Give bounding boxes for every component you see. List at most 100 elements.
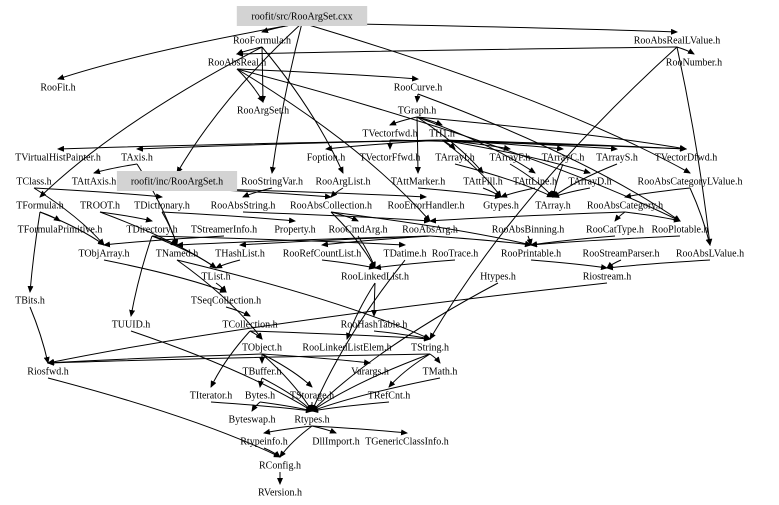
graph-node-tarrayf[interactable]: TArrayF.h bbox=[490, 153, 531, 164]
graph-node-roolinkedlistelem[interactable]: RooLinkedListElem.h bbox=[302, 343, 391, 354]
graph-node-tarrayi[interactable]: TArrayI.h bbox=[435, 153, 474, 164]
graph-node-tcollection[interactable]: TCollection.h bbox=[222, 320, 277, 331]
graph-node-byteswap[interactable]: Byteswap.h bbox=[229, 415, 276, 426]
graph-node-rconfig[interactable]: RConfig.h bbox=[259, 461, 301, 472]
graph-node-taxis[interactable]: TAxis.h bbox=[121, 153, 153, 164]
graph-node-rooabsreallvalue[interactable]: RooAbsRealLValue.h bbox=[634, 36, 721, 47]
graph-node-tgraph[interactable]: TGraph.h bbox=[398, 106, 437, 117]
graph-node-troot[interactable]: TROOT.h bbox=[80, 201, 120, 212]
graph-node-tdatime[interactable]: TDatime.h bbox=[383, 249, 426, 260]
graph-node-rooabsstring[interactable]: RooAbsString.h bbox=[211, 201, 276, 212]
graph-node-rootrace[interactable]: RooTrace.h bbox=[432, 249, 479, 260]
graph-node-tvectordfwd[interactable]: TVectorDfwd.h bbox=[655, 153, 717, 164]
graph-node-rooabsreal[interactable]: RooAbsReal.h bbox=[208, 58, 267, 69]
graph-node-rversion[interactable]: RVersion.h bbox=[258, 488, 302, 499]
dependency-edge-tbits-to-riosfwd bbox=[29, 306, 50, 364]
graph-node-gtypes[interactable]: Gtypes.h bbox=[483, 201, 519, 212]
graph-node-label: TRefCnt.h bbox=[368, 391, 411, 402]
graph-node-rooabslvalue[interactable]: RooAbsLValue.h bbox=[676, 249, 744, 260]
graph-node-rooerrorhandler[interactable]: RooErrorHandler.h bbox=[388, 201, 465, 212]
graph-node-rooabscategory[interactable]: RooAbsCategory.h bbox=[587, 201, 663, 212]
graph-node-roostringvar[interactable]: RooStringVar.h bbox=[241, 177, 303, 188]
graph-node-roofit[interactable]: RooFit.h bbox=[40, 83, 75, 94]
graph-node-titerator[interactable]: TIterator.h bbox=[190, 391, 232, 402]
graph-node-thashlist[interactable]: THashList.h bbox=[215, 249, 265, 260]
graph-node-tbits[interactable]: TBits.h bbox=[15, 296, 45, 307]
graph-node-roolinkedlist[interactable]: RooLinkedList.h bbox=[341, 272, 409, 283]
graph-node-tarray[interactable]: TArray.h bbox=[535, 201, 570, 212]
graph-node-tformula[interactable]: TFormula.h bbox=[16, 201, 64, 212]
graph-node-rooarglist[interactable]: RooArgList.h bbox=[315, 177, 370, 188]
graph-node-label: RooAbsArg.h bbox=[402, 225, 458, 236]
graph-node-tdictionary[interactable]: TDictionary.h bbox=[134, 201, 190, 212]
graph-node-label: TSeqCollection.h bbox=[191, 296, 261, 307]
graph-node-tnamed[interactable]: TNamed.h bbox=[156, 249, 199, 260]
graph-node-cxx[interactable]: roofit/src/RooArgSet.cxx bbox=[236, 6, 368, 26]
graph-node-property[interactable]: Property.h bbox=[274, 225, 315, 236]
graph-node-tgenericclassinfo[interactable]: TGenericClassInfo.h bbox=[365, 437, 449, 448]
graph-node-tvectorfwd[interactable]: TVectorfwd.h bbox=[362, 129, 417, 140]
dependency-edge-th1-to-foption bbox=[325, 139, 443, 152]
graph-node-riosfwd[interactable]: Riosfwd.h bbox=[27, 367, 68, 378]
graph-node-label: RooAbsReal.h bbox=[208, 58, 267, 69]
graph-node-htypes[interactable]: Htypes.h bbox=[480, 272, 516, 283]
graph-node-label: TUUID.h bbox=[112, 320, 151, 331]
graph-node-tattfill[interactable]: TAttFill.h bbox=[463, 177, 502, 188]
graph-node-roorefcountlist[interactable]: RooRefCountList.h bbox=[283, 249, 362, 260]
graph-node-roohashtable[interactable]: RooHashTable.h bbox=[341, 320, 408, 331]
graph-node-tstreamerinfo[interactable]: TStreamerInfo.h bbox=[191, 225, 257, 236]
graph-node-roonumber[interactable]: RooNumber.h bbox=[666, 58, 722, 69]
graph-node-tseqcollection[interactable]: TSeqCollection.h bbox=[191, 296, 261, 307]
graph-node-th1[interactable]: TH1.h bbox=[429, 129, 455, 140]
graph-node-tformulaprimitive[interactable]: TFormulaPrimitive.h bbox=[18, 225, 103, 236]
graph-node-roostreamparser[interactable]: RooStreamParser.h bbox=[583, 249, 660, 260]
graph-node-tattaxis[interactable]: TAttAxis.h bbox=[72, 177, 116, 188]
graph-node-tbuffer[interactable]: TBuffer.h bbox=[243, 367, 282, 378]
graph-node-incrooargset[interactable]: roofit/inc/RooArgSet.h bbox=[116, 171, 238, 191]
graph-node-tattline[interactable]: TAttLine.h bbox=[513, 177, 557, 188]
graph-node-tarrayc[interactable]: TArrayC.h bbox=[542, 153, 585, 164]
graph-node-rooformula[interactable]: RooFormula.h bbox=[233, 36, 291, 47]
graph-node-tstorage[interactable]: TStorage.h bbox=[290, 391, 334, 402]
graph-node-label: Property.h bbox=[274, 225, 315, 236]
graph-node-tuuid[interactable]: TUUID.h bbox=[112, 320, 151, 331]
graph-node-tarrayd[interactable]: TArrayD.h bbox=[568, 177, 611, 188]
graph-node-bytes[interactable]: Bytes.h bbox=[245, 391, 275, 402]
dependency-edge-trefcnt-to-rtypes bbox=[311, 401, 390, 413]
graph-node-rooabsarg[interactable]: RooAbsArg.h bbox=[402, 225, 458, 236]
graph-node-tobject[interactable]: TObject.h bbox=[242, 343, 282, 354]
dependency-edge-troot-to-tdirectory bbox=[99, 211, 153, 223]
dependency-edge-rtypes-to-rtypeinfo bbox=[263, 425, 313, 435]
graph-node-rooabsbinning[interactable]: RooAbsBinning.h bbox=[492, 225, 565, 236]
graph-node-rtypeinfo[interactable]: Rtypeinfo.h bbox=[240, 437, 288, 448]
graph-node-label: TAttAxis.h bbox=[72, 177, 116, 188]
graph-node-tattmarker[interactable]: TAttMarker.h bbox=[391, 177, 445, 188]
graph-node-tmath[interactable]: TMath.h bbox=[423, 367, 458, 378]
graph-node-tarrays[interactable]: TArrayS.h bbox=[596, 153, 638, 164]
graph-node-tdirectory[interactable]: TDirectory.h bbox=[126, 225, 177, 236]
dependency-edge-tmath-to-rtypes bbox=[311, 377, 441, 412]
graph-node-trefcnt[interactable]: TRefCnt.h bbox=[368, 391, 411, 402]
dependency-edge-rooabsreallvalue-to-rooabsreal bbox=[236, 46, 678, 57]
graph-node-rooabscollection[interactable]: RooAbsCollection.h bbox=[290, 201, 372, 212]
graph-node-roocattype[interactable]: RooCatType.h bbox=[586, 225, 644, 236]
graph-node-rooabscategorylvalue[interactable]: RooAbsCategoryLValue.h bbox=[638, 177, 743, 188]
graph-node-roocurve[interactable]: RooCurve.h bbox=[394, 83, 443, 94]
graph-node-dllimport[interactable]: DllImport.h bbox=[312, 437, 360, 448]
graph-node-varargs[interactable]: Varargs.h bbox=[351, 367, 389, 378]
graph-node-roocmdarg[interactable]: RooCmdArg.h bbox=[329, 225, 388, 236]
graph-node-tlist[interactable]: TList.h bbox=[201, 272, 230, 283]
graph-node-rooprintable[interactable]: RooPrintable.h bbox=[501, 249, 561, 260]
graph-node-tobjarray[interactable]: TObjArray.h bbox=[78, 249, 129, 260]
graph-node-rooplotable[interactable]: RooPlotable.h bbox=[652, 225, 709, 236]
graph-node-tvirtualhistpainter[interactable]: TVirtualHistPainter.h bbox=[15, 153, 101, 164]
graph-node-label: RooLinkedListElem.h bbox=[302, 343, 391, 354]
graph-node-tstring[interactable]: TString.h bbox=[411, 343, 449, 354]
graph-node-rtypes[interactable]: Rtypes.h bbox=[294, 415, 329, 426]
graph-node-riostream[interactable]: Riostream.h bbox=[583, 272, 632, 283]
graph-node-rooargset[interactable]: RooArgSet.h bbox=[237, 106, 289, 117]
graph-node-tclass[interactable]: TClass.h bbox=[16, 177, 51, 188]
graph-node-tvectorffwd[interactable]: TVectorFfwd.h bbox=[360, 153, 421, 164]
graph-node-foption[interactable]: Foption.h bbox=[307, 153, 346, 164]
